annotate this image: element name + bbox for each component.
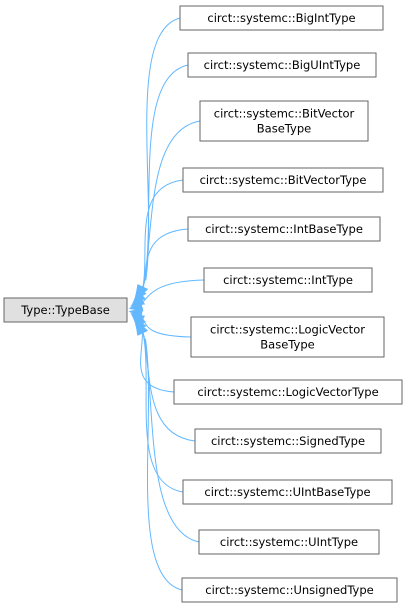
- derived-class-node[interactable]: circt::systemc::BitVectorType: [182, 167, 384, 193]
- derived-class-label: circt::systemc::UnsignedType: [205, 583, 374, 597]
- derived-class-node[interactable]: circt::systemc::LogicVectorType: [173, 379, 403, 405]
- derived-class-node[interactable]: circt::systemc::IntType: [203, 267, 373, 293]
- derived-class-label: circt::systemc::BitVector: [214, 107, 355, 121]
- derived-class-box: [190, 316, 385, 358]
- derived-class-box: [194, 428, 382, 454]
- inheritance-edge: [137, 279, 205, 308]
- derived-class-node[interactable]: circt::systemc::UIntBaseType: [182, 479, 393, 505]
- inheritance-arrowhead: [136, 320, 148, 336]
- derived-class-label: circt::systemc::IntBaseType: [205, 222, 363, 236]
- derived-class-label: circt::systemc::IntType: [223, 273, 353, 287]
- derived-class-label: circt::systemc::BigIntType: [207, 11, 355, 25]
- derived-class-node[interactable]: circt::systemc::UnsignedType: [181, 577, 398, 603]
- derived-class-node[interactable]: circt::systemc::SignedType: [194, 428, 382, 454]
- inheritance-edge: [142, 120, 201, 290]
- derived-class-box: [181, 577, 398, 603]
- derived-class-node[interactable]: circt::systemc::BigUIntType: [187, 52, 377, 78]
- derived-class-label: circt::systemc::UIntType: [220, 535, 358, 549]
- inheritance-edge: [143, 64, 189, 284]
- inheritance-edge: [137, 312, 192, 338]
- derived-class-node[interactable]: circt::systemc::BigIntType: [179, 5, 384, 31]
- derived-class-box: [173, 379, 403, 405]
- derived-class-box: [182, 167, 384, 193]
- inheritance-edge: [143, 335, 200, 543]
- derived-class-box: [198, 529, 380, 555]
- derived-class-box: [182, 479, 393, 505]
- inheritance-edge: [141, 329, 184, 493]
- inheritance-edge: [138, 228, 189, 302]
- derived-class-box: [203, 267, 373, 293]
- derived-class-label: circt::systemc::LogicVectorType: [197, 385, 378, 399]
- inheritance-edges: [128, 17, 205, 591]
- derived-class-label: circt::systemc::UIntBaseType: [204, 485, 370, 499]
- inheritance-edge: [145, 17, 181, 281]
- class-nodes: Type::TypeBase circt::systemc::BigIntTyp…: [3, 5, 403, 603]
- derived-class-box: [187, 216, 381, 242]
- derived-class-label: circt::systemc::BitVectorType: [200, 173, 367, 187]
- derived-class-box: [187, 52, 377, 78]
- inheritance-edge: [140, 179, 184, 296]
- base-class-box: [3, 297, 128, 323]
- base-class-label: Type::TypeBase: [20, 303, 110, 317]
- derived-class-label: circt::systemc::BigUIntType: [204, 58, 361, 72]
- inheritance-edge: [144, 338, 183, 591]
- derived-class-label: circt::systemc::SignedType: [211, 434, 365, 448]
- derived-class-box: [179, 5, 384, 31]
- derived-class-label: BaseType: [260, 338, 314, 352]
- derived-class-node[interactable]: circt::systemc::IntBaseType: [187, 216, 381, 242]
- derived-class-label: circt::systemc::LogicVector: [210, 323, 365, 337]
- base-class-node[interactable]: Type::TypeBase: [3, 297, 128, 323]
- derived-class-label: BaseType: [257, 122, 311, 136]
- derived-class-node[interactable]: circt::systemc::UIntType: [198, 529, 380, 555]
- derived-class-box: [199, 100, 369, 142]
